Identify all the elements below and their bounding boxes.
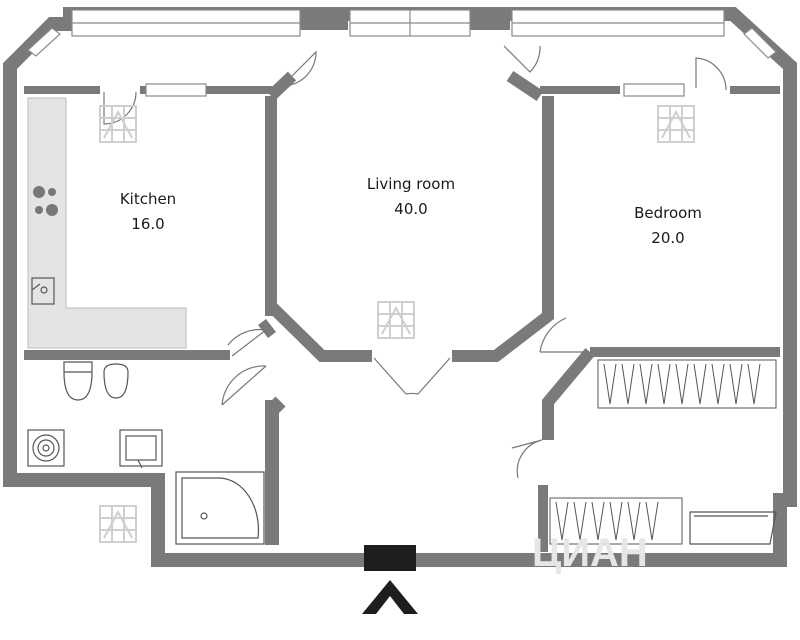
living-room-label: Living room bbox=[367, 175, 455, 193]
wall-closet bbox=[542, 348, 595, 440]
kitchen-label: Kitchen bbox=[120, 190, 176, 208]
wall-living-right bbox=[452, 71, 554, 362]
bedroom-label: Bedroom bbox=[634, 204, 702, 222]
door-living-bottom bbox=[373, 357, 451, 395]
living-room-area: 40.0 bbox=[394, 200, 427, 218]
shower bbox=[175, 471, 265, 545]
wardrobe-bedroom bbox=[597, 359, 777, 409]
door-kitchen-hall bbox=[227, 328, 267, 357]
bathroom-sink bbox=[119, 429, 163, 469]
kitchen-area: 16.0 bbox=[131, 215, 164, 233]
bench bbox=[689, 511, 777, 545]
bedroom-area: 20.0 bbox=[651, 229, 684, 247]
exterior-wall bbox=[3, 7, 797, 567]
doors bbox=[103, 45, 727, 479]
entrance bbox=[362, 545, 418, 614]
toilet bbox=[63, 361, 93, 401]
window-corner-left bbox=[27, 27, 61, 57]
watermark: ЦИАН bbox=[532, 531, 648, 575]
door-bedroom-hall bbox=[539, 317, 584, 353]
wall-living-left bbox=[266, 71, 372, 362]
wardrobe-hall bbox=[549, 497, 683, 545]
window-corner-right bbox=[743, 27, 777, 59]
door-living-top bbox=[279, 50, 317, 87]
entrance-door bbox=[364, 545, 416, 571]
washing-machine bbox=[27, 429, 65, 467]
kitchen-sink bbox=[31, 277, 55, 305]
door-bedroom-top bbox=[503, 45, 541, 73]
kitchen-counter bbox=[27, 97, 187, 349]
window-kitchen bbox=[145, 83, 207, 97]
bidet bbox=[103, 363, 129, 399]
logo-marks bbox=[99, 105, 695, 543]
door-closet bbox=[511, 439, 543, 479]
stove bbox=[33, 186, 58, 216]
door-bathroom bbox=[221, 365, 267, 406]
wall-hall-left bbox=[258, 318, 286, 414]
window-bedroom bbox=[623, 83, 685, 97]
entrance-arrow-icon bbox=[362, 580, 418, 614]
door-kitchen bbox=[103, 91, 137, 125]
walls bbox=[3, 7, 797, 567]
windows bbox=[27, 9, 777, 97]
door-bedroom bbox=[695, 57, 727, 91]
